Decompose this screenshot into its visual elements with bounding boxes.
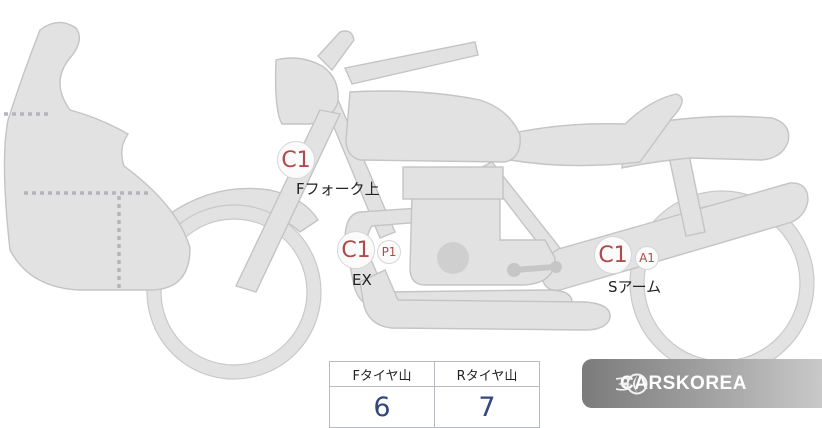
exhaust-pipe-lower	[359, 269, 611, 331]
rear-tread-header: Rタイヤ山	[434, 361, 540, 387]
fuel-tank	[345, 90, 521, 163]
kick-lever	[507, 261, 562, 277]
frame-top	[344, 41, 479, 85]
exhaust-marker-label: EX	[352, 271, 372, 289]
exhaust-sub-marker-code: P1	[381, 245, 397, 259]
seat	[504, 93, 683, 167]
fork-marker-label: Fフォーク上	[296, 180, 380, 198]
swingarm-sub-marker[interactable]: A1	[635, 246, 659, 270]
swingarm-marker-code: C1	[598, 242, 628, 268]
engine-cover	[437, 242, 469, 274]
fork-marker[interactable]: C1	[277, 141, 315, 179]
exhaust-sub-marker[interactable]: P1	[377, 240, 401, 264]
rear-tread-value: 7	[434, 386, 540, 428]
swingarm-sub-marker-code: A1	[639, 251, 655, 265]
exhaust-marker[interactable]: C1	[337, 231, 375, 269]
handlebar	[317, 30, 355, 72]
swingarm	[541, 182, 809, 291]
tire-tread-table: Fタイヤ山 Rタイヤ山 6 7	[329, 361, 540, 428]
tread-value-row: 6 7	[329, 386, 540, 428]
swingarm-marker[interactable]: C1	[594, 236, 632, 274]
speed-flame-logo-icon	[616, 373, 648, 395]
exhaust-marker-code: C1	[341, 237, 371, 263]
headlight	[274, 57, 339, 125]
brand-badge: CARSKOREA	[582, 359, 822, 408]
side-fairing	[3, 21, 191, 291]
front-tread-value: 6	[329, 386, 435, 428]
fork-marker-code: C1	[281, 147, 311, 173]
front-tread-header: Fタイヤ山	[329, 361, 435, 387]
brand-name: CARSKOREA	[620, 372, 747, 394]
swingarm-marker-label: Sアーム	[608, 278, 662, 296]
tread-header-row: Fタイヤ山 Rタイヤ山	[329, 361, 540, 387]
engine-cylinder	[402, 166, 504, 200]
